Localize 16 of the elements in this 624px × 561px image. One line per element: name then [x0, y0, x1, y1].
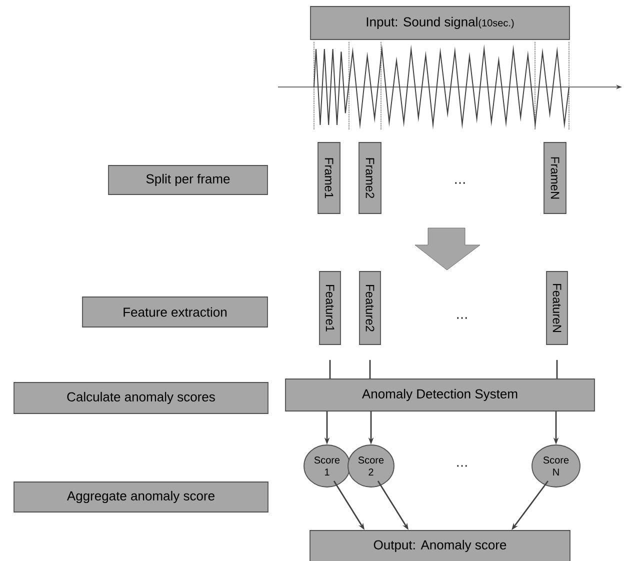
frame-box: Frame2 — [358, 142, 382, 214]
ellipsis: … — [457, 465, 467, 467]
step-label-box: Feature extraction — [82, 296, 268, 328]
step-label-box: Calculate anomaly scores — [14, 382, 268, 414]
process-box: Output: Anomaly score — [310, 530, 570, 561]
step-label-box: Aggregate anomaly score — [14, 482, 268, 512]
frame-box: FeatureN — [546, 271, 568, 345]
process-box: Input: Sound signal(10sec.) — [310, 6, 570, 40]
process-box: Anomaly Detection System — [285, 378, 595, 412]
ellipsis: … — [457, 317, 467, 319]
frame-box: FrameN — [544, 142, 566, 214]
frame-box: Feature2 — [359, 271, 381, 345]
frame-box: Feature1 — [319, 271, 341, 345]
frame-box: Frame1 — [318, 142, 340, 214]
step-label-box: Split per frame — [108, 165, 268, 195]
ellipsis: … — [455, 182, 465, 184]
